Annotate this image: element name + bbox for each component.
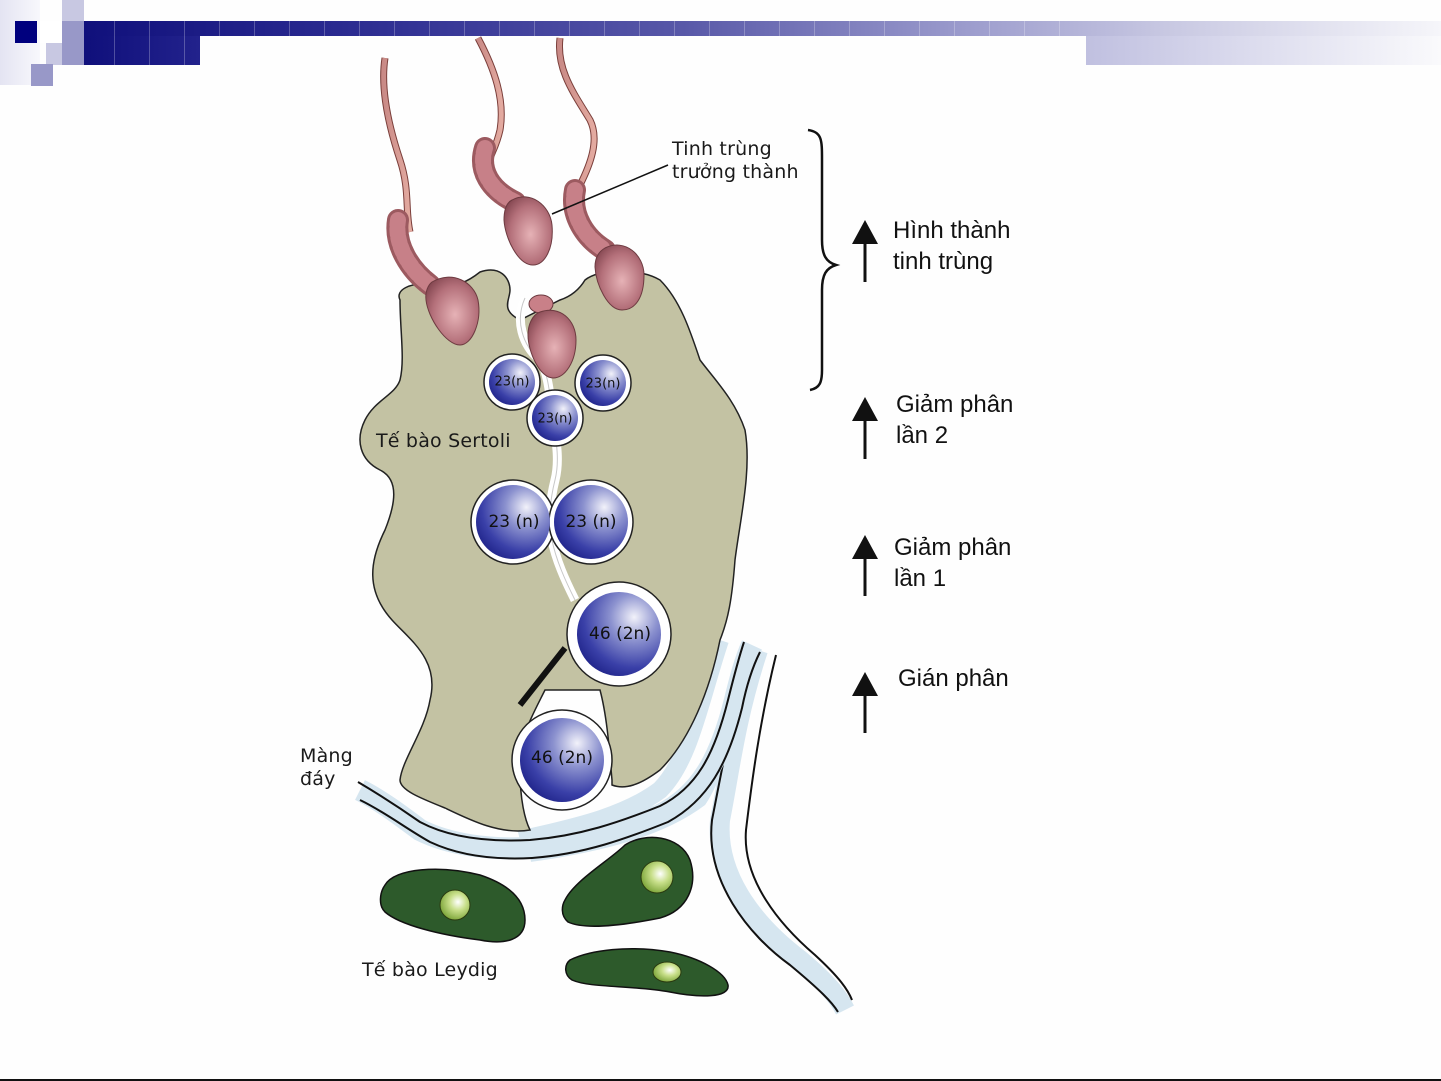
up-arrow-icon <box>852 397 878 459</box>
primary-spermatocyte-cell <box>577 592 661 676</box>
tight-junction <box>517 646 568 707</box>
spermatid-cell <box>580 360 626 406</box>
spermatid-cell <box>532 395 578 441</box>
spermatogonium-cell <box>520 718 604 802</box>
basement-membrane <box>354 640 763 860</box>
stage-label-spermiogenesis: Hình thành tinh trùng <box>893 217 1011 275</box>
secondary-spermatocyte-cell <box>554 485 628 559</box>
secondary-spermatocyte-label: 23 (n) <box>565 512 617 532</box>
header-square <box>62 0 84 22</box>
mature-sperm-label: Tinh trùng trưởng thành <box>672 138 799 183</box>
stage-label-mitosis: Gián phân <box>898 665 1009 692</box>
spermatid-label: 23(n) <box>585 376 621 392</box>
leydig-cell <box>565 948 729 997</box>
spermatid-label: 23(n) <box>537 411 573 427</box>
basement-membrane-label: Màng đáy <box>300 745 353 790</box>
sperm <box>527 294 577 379</box>
sperm <box>555 37 645 311</box>
sperm <box>472 36 553 266</box>
stage-label-meiosis-2: Giảm phân lần 2 <box>896 391 1014 449</box>
leader-line <box>551 164 669 215</box>
curly-brace <box>807 128 841 392</box>
header-band <box>62 21 1441 36</box>
header-band-right <box>1086 36 1441 65</box>
up-arrow-icon <box>852 535 878 596</box>
stage-label-meiosis-1: Giảm phân lần 1 <box>894 534 1012 592</box>
up-arrow-icon <box>852 672 878 733</box>
bottom-border <box>0 1079 1441 1081</box>
header-square <box>62 21 84 43</box>
header-square <box>31 64 53 86</box>
secondary-spermatocyte-label: 23 (n) <box>488 512 540 532</box>
spermatogonium-label: 46 (2n) <box>531 748 593 768</box>
up-arrow-icon <box>852 220 878 282</box>
secondary-spermatocytes <box>476 485 628 559</box>
spermatid-cell <box>489 359 535 405</box>
sperm <box>380 57 480 346</box>
spermatid-cells <box>489 359 626 441</box>
header-square <box>62 43 84 65</box>
sperm-group <box>380 36 645 379</box>
leydig-cells <box>379 836 729 997</box>
leydig-cell-label: Tế bào Leydig <box>362 959 498 981</box>
secondary-spermatocyte-cell <box>476 485 550 559</box>
spermatid-label: 23(n) <box>494 374 530 390</box>
stage-arrows <box>852 220 878 733</box>
header-square <box>40 21 62 43</box>
header-band-left <box>62 36 200 65</box>
primary-spermatocyte-label: 46 (2n) <box>589 624 651 644</box>
header-square <box>15 21 37 43</box>
sertoli-cell-label: Tế bào Sertoli <box>376 430 511 452</box>
leydig-cell <box>561 836 694 927</box>
